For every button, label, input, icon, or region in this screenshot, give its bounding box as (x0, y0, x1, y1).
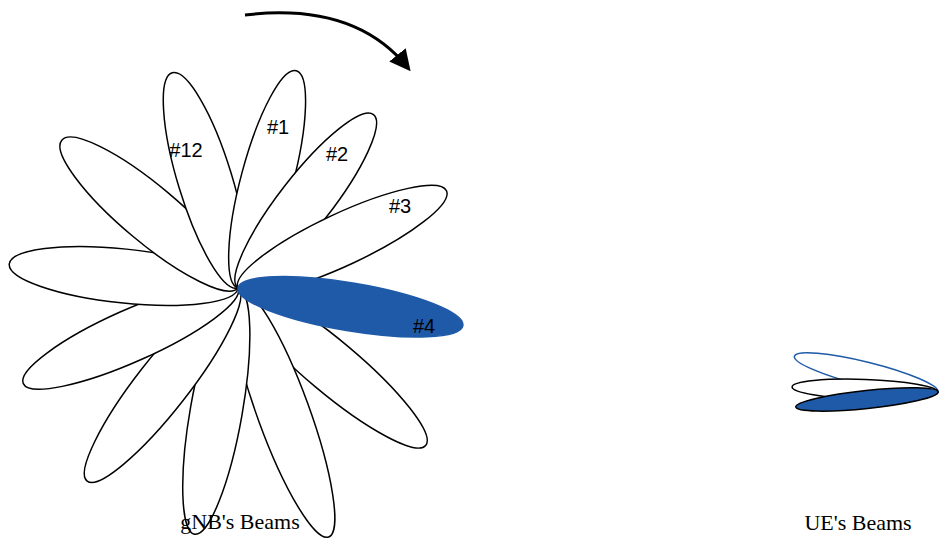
beam-number: #3 (389, 196, 411, 216)
gnb-beam (234, 264, 467, 349)
beam-number: #1 (267, 117, 289, 137)
beam-number: #2 (326, 144, 348, 164)
gnb-beams (6, 64, 466, 546)
ue-beam (795, 383, 939, 416)
beam-caption: gNB's Beams (180, 511, 299, 533)
sweep-arrow (245, 13, 408, 68)
beam-caption: UE's Beams (804, 512, 911, 534)
beam-number: #12 (169, 140, 202, 160)
beam-number: #4 (413, 316, 435, 336)
ue-beams (791, 345, 940, 416)
